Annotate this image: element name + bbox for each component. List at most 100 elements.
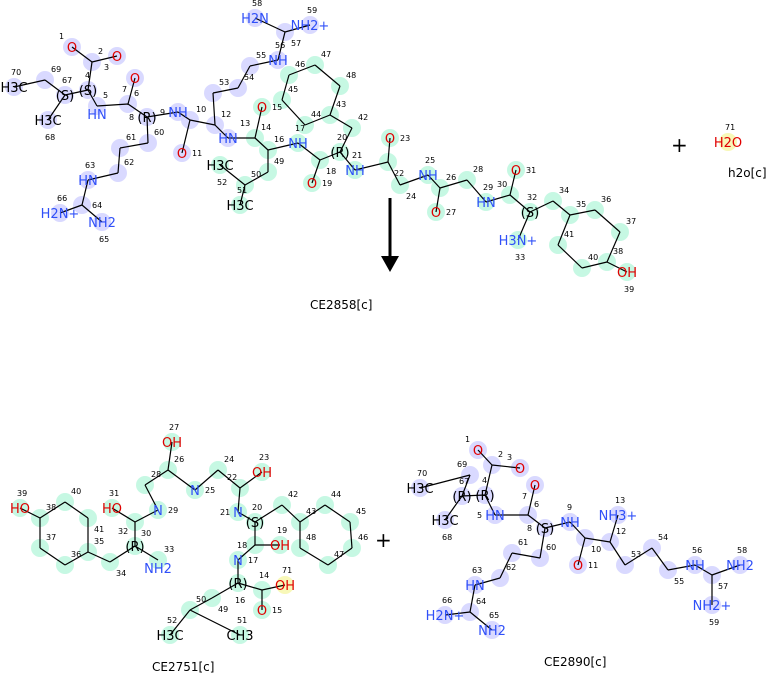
- atom-12: 12: [221, 110, 231, 119]
- atom-number: 71: [725, 123, 735, 132]
- bond: [461, 494, 486, 497]
- bond: [254, 504, 283, 523]
- atom-number: 7: [522, 492, 527, 501]
- atom-20: (S)20: [246, 503, 264, 531]
- atom-number: 2: [498, 450, 503, 459]
- bond: [399, 174, 429, 186]
- bond: [189, 609, 241, 636]
- atom-number: 46: [358, 533, 368, 542]
- atom-number: 20: [252, 503, 262, 512]
- atom-43: 43: [306, 507, 316, 516]
- atom-7: O7: [122, 72, 140, 94]
- bond: [261, 584, 286, 591]
- bond: [651, 547, 669, 571]
- atom-66: H2N+66: [41, 194, 80, 222]
- atom-label: CH3: [226, 629, 253, 644]
- atom-number: 6: [134, 89, 139, 98]
- bond: [444, 611, 471, 616]
- atom-label: (R): [228, 577, 247, 592]
- atom-highlight: [719, 133, 737, 151]
- bond: [694, 564, 713, 576]
- atom-number: 19: [322, 179, 332, 188]
- atom-number: 52: [167, 616, 177, 625]
- bond: [387, 161, 401, 186]
- bond: [109, 545, 136, 563]
- atom-13: NH3+13: [599, 496, 638, 524]
- bond: [169, 609, 191, 636]
- atom-label: OH: [162, 436, 182, 451]
- atom-number: 18: [326, 167, 336, 176]
- bond: [59, 204, 83, 214]
- atom-19: O 19: [307, 177, 332, 192]
- bond: [609, 541, 626, 566]
- atom-label: NH2: [478, 624, 506, 639]
- atom-number: 7: [122, 85, 127, 94]
- atom-32: (S)32: [521, 193, 539, 221]
- atom-50: 50: [251, 170, 261, 179]
- atom-66: H2N+66: [426, 596, 465, 624]
- atom-number: 36: [601, 195, 611, 204]
- atom-label: H3C: [406, 482, 433, 497]
- atom-label: H2N+: [41, 207, 80, 222]
- bond: [127, 77, 136, 105]
- atom-53: 53: [631, 550, 641, 559]
- atom-20: (R)20: [330, 133, 349, 161]
- atom-48: 48: [346, 71, 356, 80]
- atom-55: 55: [674, 577, 684, 586]
- atom-number: 31: [109, 489, 119, 498]
- bond: [217, 469, 241, 489]
- atom-number: 60: [154, 128, 164, 137]
- atom-45: 45: [288, 85, 298, 94]
- bond: [606, 231, 621, 263]
- atom-47: 47: [334, 550, 344, 559]
- atom-label: (R): [125, 540, 144, 555]
- atom-label: N: [233, 554, 243, 569]
- bond: [177, 111, 191, 121]
- atom-2: 2: [498, 450, 503, 459]
- atom-number: 61: [518, 538, 528, 547]
- atom-number: 26: [174, 455, 184, 464]
- atom-number: 36: [71, 550, 81, 559]
- bond: [44, 79, 66, 96]
- bond: [491, 464, 521, 469]
- atom-30: 30: [141, 529, 151, 538]
- bond: [577, 537, 586, 566]
- atom-number: 53: [219, 78, 229, 87]
- atom-label: NH: [268, 54, 288, 69]
- bond: [474, 577, 501, 586]
- atom-3: O3: [507, 453, 525, 477]
- atom-label: OH: [252, 466, 272, 481]
- atom-5: HN5: [477, 509, 505, 524]
- atom-41: 41: [564, 230, 574, 239]
- atom-label: H3N+: [499, 234, 538, 249]
- bond: [254, 137, 269, 151]
- atom-label: O: [307, 177, 317, 192]
- bond: [299, 547, 329, 566]
- atom-label: O: [530, 479, 540, 494]
- bond: [329, 114, 353, 129]
- atom-47: 47: [321, 50, 331, 59]
- atom-64: 64: [476, 597, 486, 606]
- atom-number: 64: [476, 597, 486, 606]
- atom-label: H3C: [206, 159, 233, 174]
- atom-label: N: [233, 506, 243, 521]
- bond: [281, 74, 290, 101]
- atom-number: 11: [588, 561, 598, 570]
- atom-50: 50: [196, 595, 206, 604]
- atom-label: O: [67, 41, 77, 56]
- atom-label: NH2: [726, 559, 754, 574]
- atom-24: 24: [224, 455, 234, 464]
- atom-number: 26: [446, 173, 456, 182]
